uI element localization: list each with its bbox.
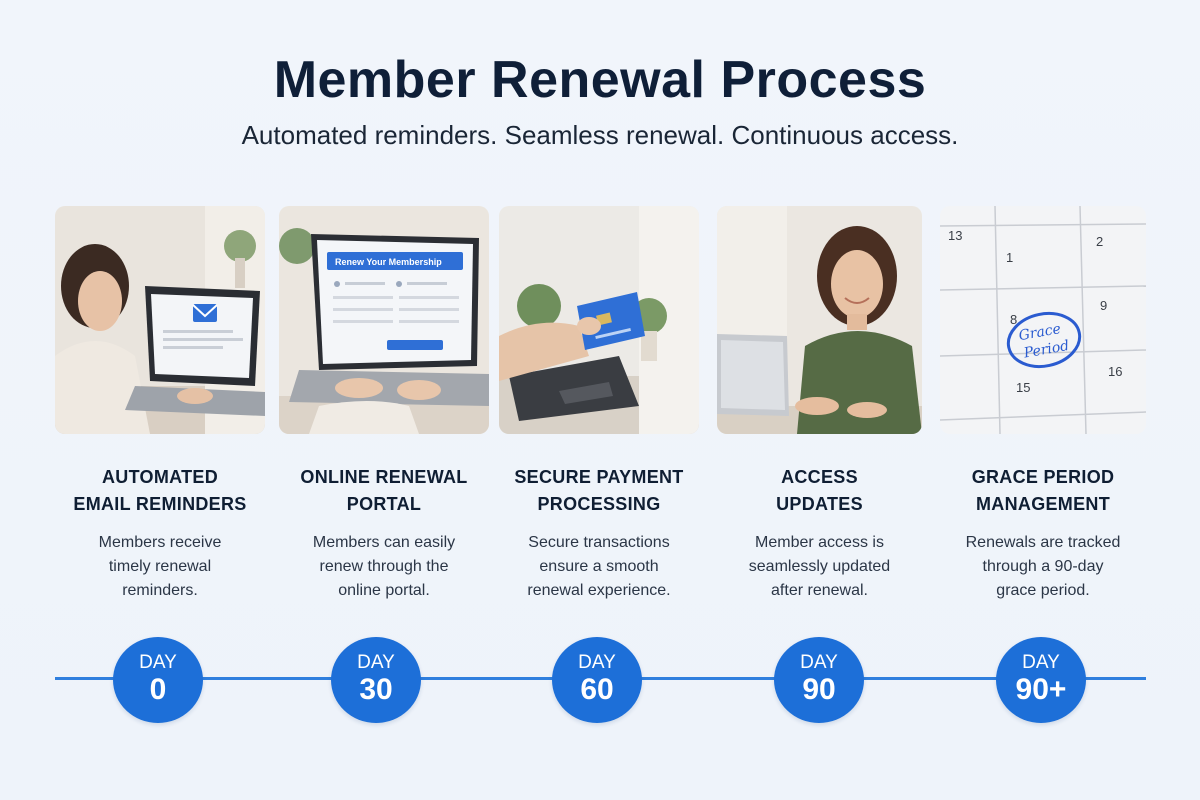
portal-submit-button	[387, 340, 443, 350]
email-reminder-illustration	[55, 206, 265, 434]
step-description: Secure transactions ensure a smooth rene…	[527, 534, 671, 599]
day-marker-30: DAY 30	[331, 637, 421, 723]
photo-email-reminder	[55, 206, 265, 434]
renewal-portal-illustration: Renew Your Membership	[279, 206, 489, 434]
step-online-renewal-portal: Renew Your Membership ONLINE RENEWAL POR…	[279, 206, 489, 603]
step-access-updates: ACCESS UPDATES Member access is seamless…	[717, 206, 922, 603]
photo-secure-payment	[499, 206, 699, 434]
step-title: ONLINE RENEWAL PORTAL	[300, 467, 468, 514]
step-secure-payment-processing: SECURE PAYMENT PROCESSING Secure transac…	[499, 206, 699, 603]
step-automated-email-reminders: AUTOMATED EMAIL REMINDERS Members receiv…	[55, 206, 265, 603]
step-description: Members receive timely renewal reminders…	[98, 534, 222, 599]
period-label: Period	[1022, 338, 1071, 362]
calendar-number: 16	[1108, 364, 1122, 379]
credit-card-icon	[577, 292, 645, 350]
envelope-icon	[192, 304, 218, 322]
day-marker-60: DAY 60	[552, 637, 642, 723]
page-title: Member Renewal Process	[273, 51, 927, 109]
calendar-number: 1	[1006, 250, 1013, 265]
step-description: Renewals are tracked through a 90-day gr…	[965, 534, 1121, 599]
step-title: SECURE PAYMENT PROCESSING	[514, 467, 684, 514]
secure-payment-illustration	[499, 206, 699, 434]
calendar-number: 8	[1010, 312, 1017, 327]
grace-label: Grace	[1018, 321, 1062, 344]
grace-period-circle	[1006, 311, 1082, 369]
step-title: ACCESS UPDATES	[776, 467, 863, 514]
calendar-number: 2	[1096, 234, 1103, 249]
step-description: Member access is seamlessly updated afte…	[748, 534, 891, 599]
access-updates-illustration	[717, 206, 922, 434]
step-title: AUTOMATED EMAIL REMINDERS	[73, 467, 247, 514]
step-title: GRACE PERIOD MANAGEMENT	[971, 467, 1115, 514]
calendar-number: 9	[1100, 298, 1107, 313]
step-grace-period-management: 13 1 2 8 9 15 16 Grace Period GRACE PERI…	[940, 206, 1146, 603]
photo-renewal-portal: Renew Your Membership	[279, 206, 489, 434]
calendar-illustration: 13 1 2 8 9 15 16 Grace Period	[940, 206, 1146, 434]
photo-access-updates	[717, 206, 922, 434]
portal-screen-heading: Renew Your Membership	[335, 257, 442, 267]
calendar-number: 13	[948, 228, 962, 243]
day-marker-90-plus: DAY 90+	[996, 637, 1086, 723]
calendar-number: 15	[1016, 380, 1030, 395]
day-marker-90: DAY 90	[774, 637, 864, 723]
page-subtitle: Automated reminders. Seamless renewal. C…	[241, 120, 959, 150]
day-marker-0: DAY 0	[113, 637, 203, 723]
photo-grace-period-calendar: 13 1 2 8 9 15 16 Grace Period	[940, 206, 1146, 434]
step-description: Members can easily renew through the onl…	[312, 534, 456, 599]
